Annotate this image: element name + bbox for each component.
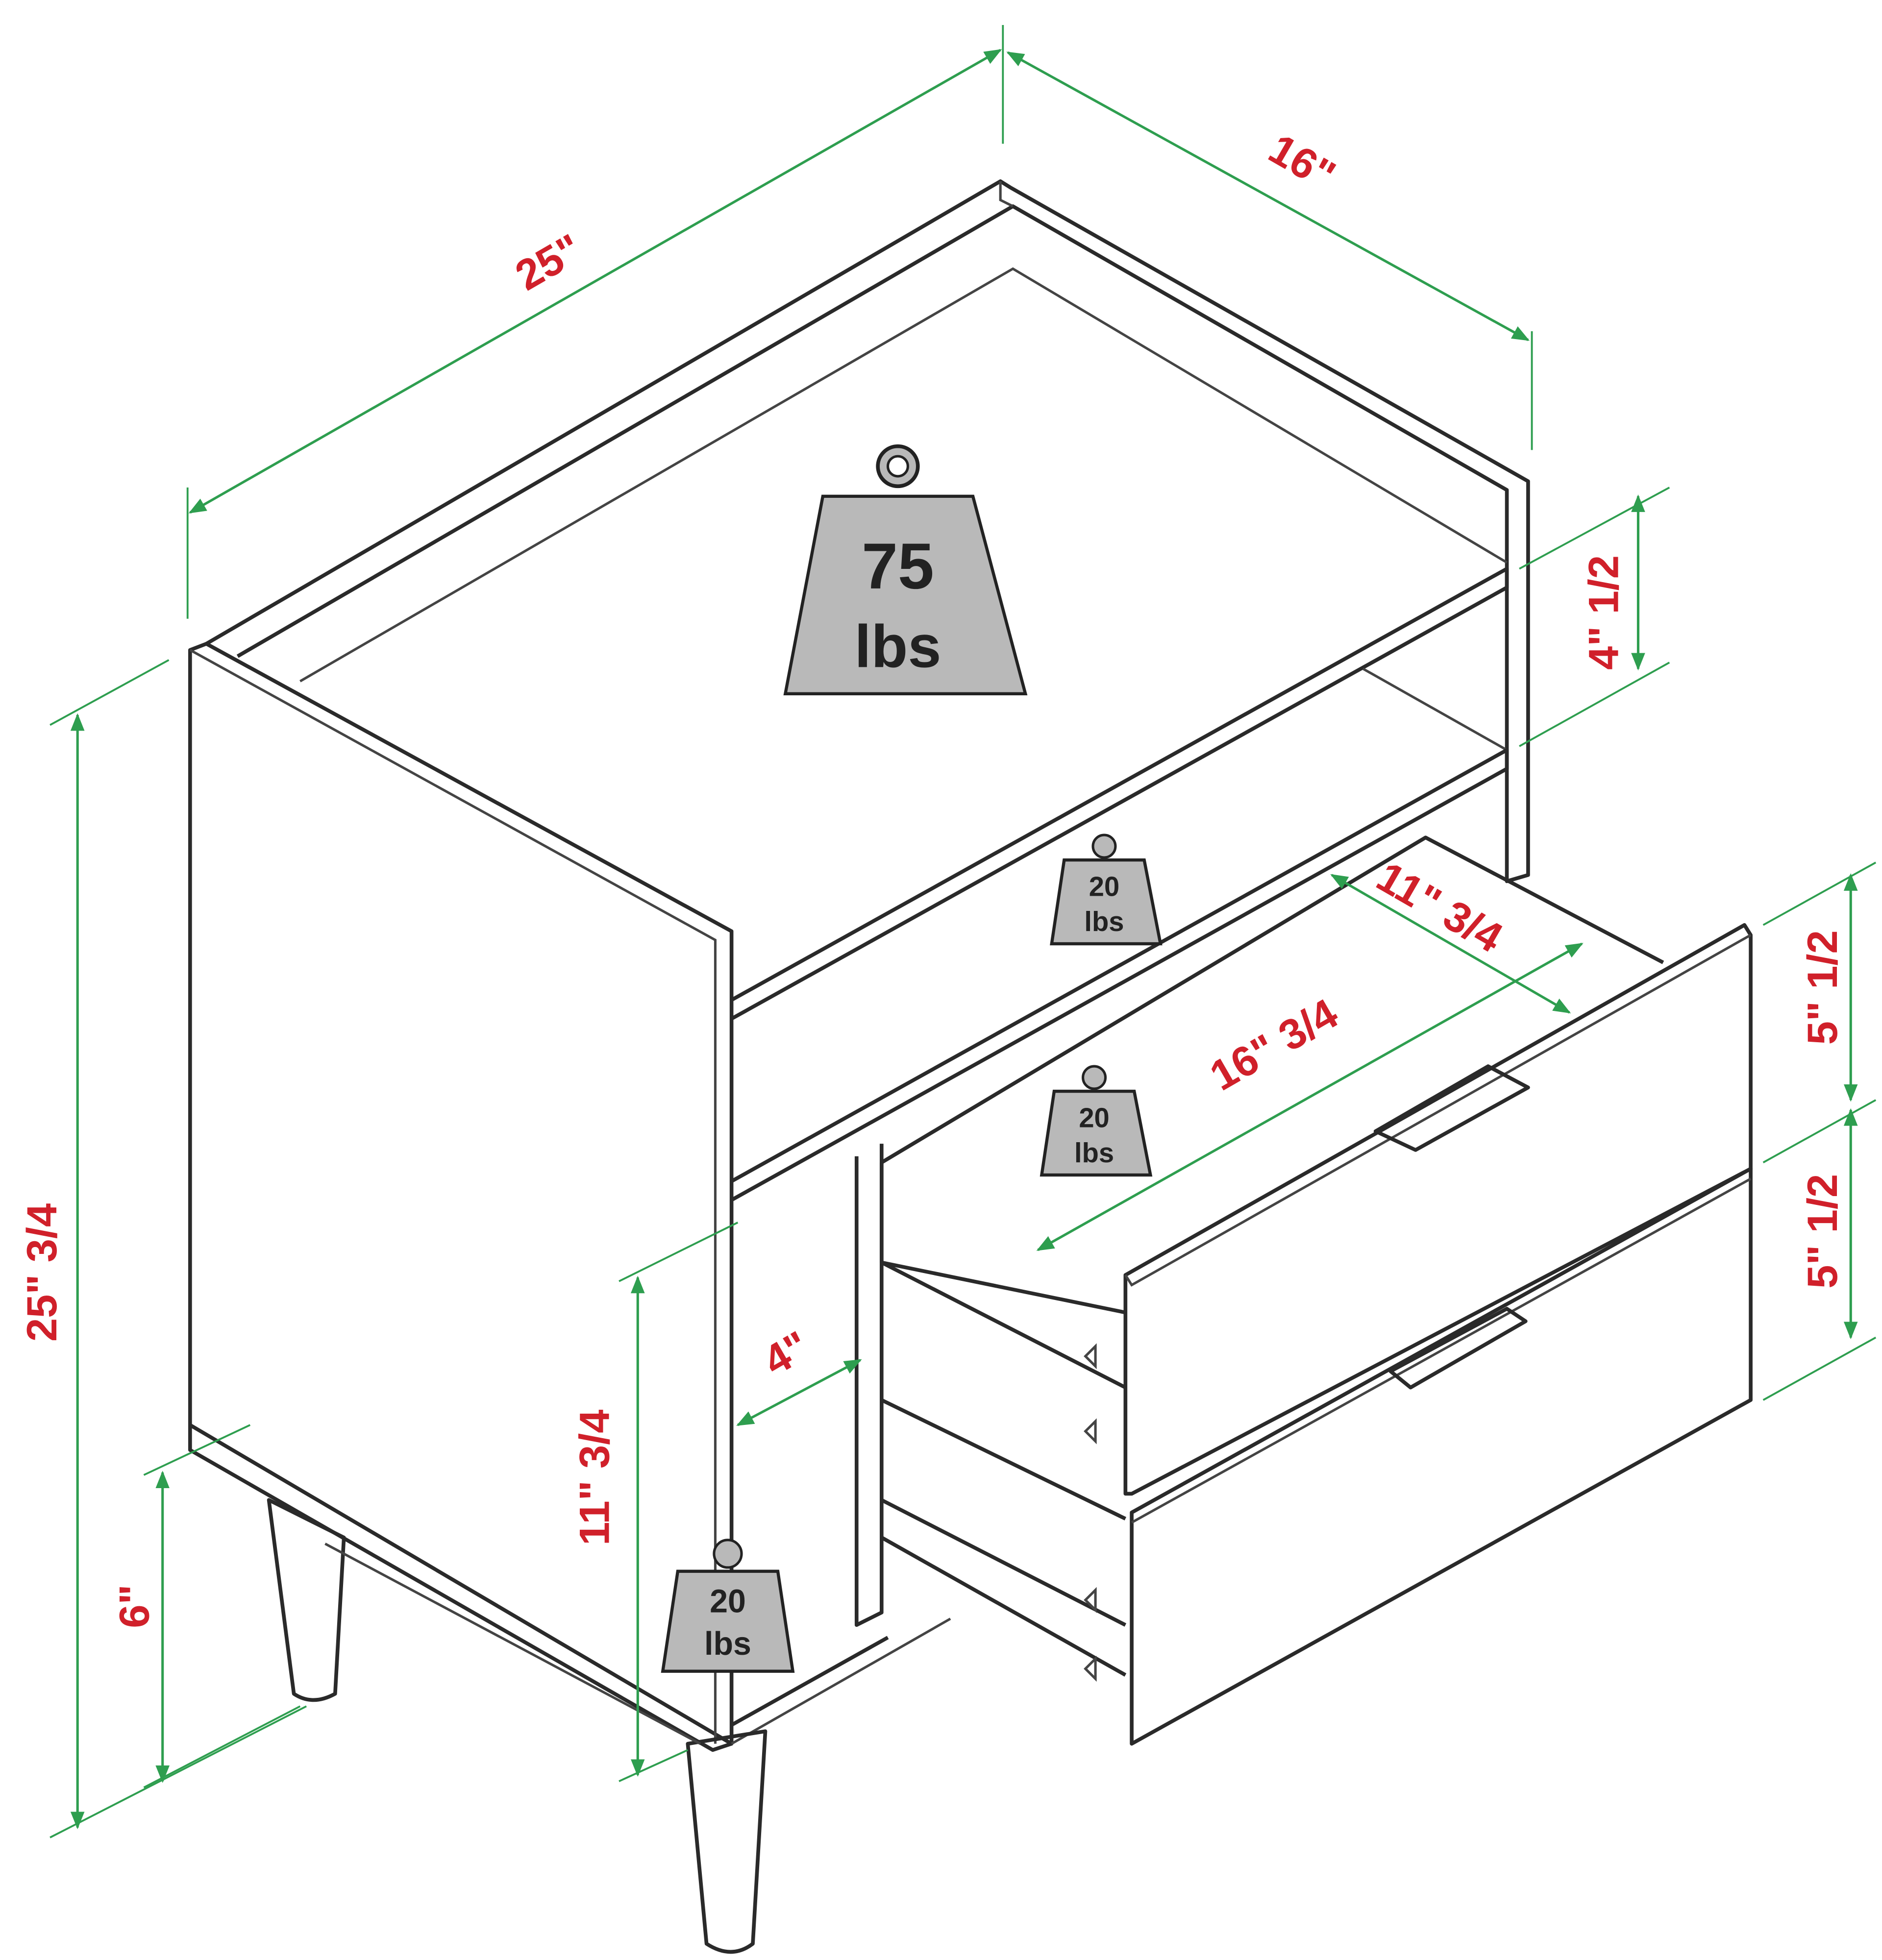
weight-icon-cubby: 20 lbs <box>661 1539 795 1673</box>
cubby-weight-value: 20 <box>710 1583 746 1619</box>
top-drawer-box <box>879 835 1664 1390</box>
cubby-height-label: 11" 3/4 <box>571 1410 619 1545</box>
drawer-weight-unit: lbs <box>1074 1137 1114 1168</box>
dimension-lines <box>50 25 1877 1838</box>
left-leg <box>267 1498 346 1702</box>
weight-icon-drawer: 20 lbs <box>1040 1065 1153 1177</box>
top-drawer-height-label: 5" 1/2 <box>1799 930 1846 1045</box>
bottom-drawer-handle[interactable] <box>1388 1307 1528 1390</box>
bottom-drawer-front[interactable] <box>1130 1167 1753 1746</box>
top-weight-value: 75 <box>862 530 934 603</box>
leg-height-label: 6" <box>111 1584 158 1628</box>
base-rail <box>188 1425 732 1752</box>
front-leg <box>686 1729 768 1954</box>
cubby-width-label: 4" <box>755 1322 817 1385</box>
shelf-weight-value: 20 <box>1089 871 1119 902</box>
top-shelf-edge <box>730 566 1509 1021</box>
bottom-drawer-box <box>880 1398 1127 1677</box>
drawer-weight-value: 20 <box>1079 1102 1109 1133</box>
weight-icon-shelf: 20 lbs <box>1050 833 1163 946</box>
left-side-panel <box>188 641 734 1746</box>
top-weight-unit: lbs <box>854 612 941 680</box>
total-height-label: 25" 3/4 <box>18 1203 66 1342</box>
top-drawer-front[interactable] <box>1123 923 1753 1496</box>
open-shelf-height-label: 4" 1/2 <box>1580 555 1628 670</box>
width-label: 25" <box>508 225 590 300</box>
weight-icon-top: 75 lbs <box>783 444 1028 696</box>
dimension-labels: 25" 16" 4" 1/2 5" 1/2 5" 1/2 25" 3/4 6" … <box>18 125 1846 1628</box>
cubby-weight-unit: lbs <box>704 1626 751 1662</box>
shelf-weight-unit: lbs <box>1084 906 1124 937</box>
top-drawer-handle[interactable] <box>1373 1064 1530 1152</box>
depth-label: 16" <box>1261 125 1343 200</box>
bottom-drawer-height-label: 5" 1/2 <box>1799 1174 1846 1289</box>
drawer-width-label: 16" 3/4 <box>1202 989 1346 1100</box>
cubby-divider <box>854 1144 884 1627</box>
nightstand-drawing <box>188 179 1753 1954</box>
